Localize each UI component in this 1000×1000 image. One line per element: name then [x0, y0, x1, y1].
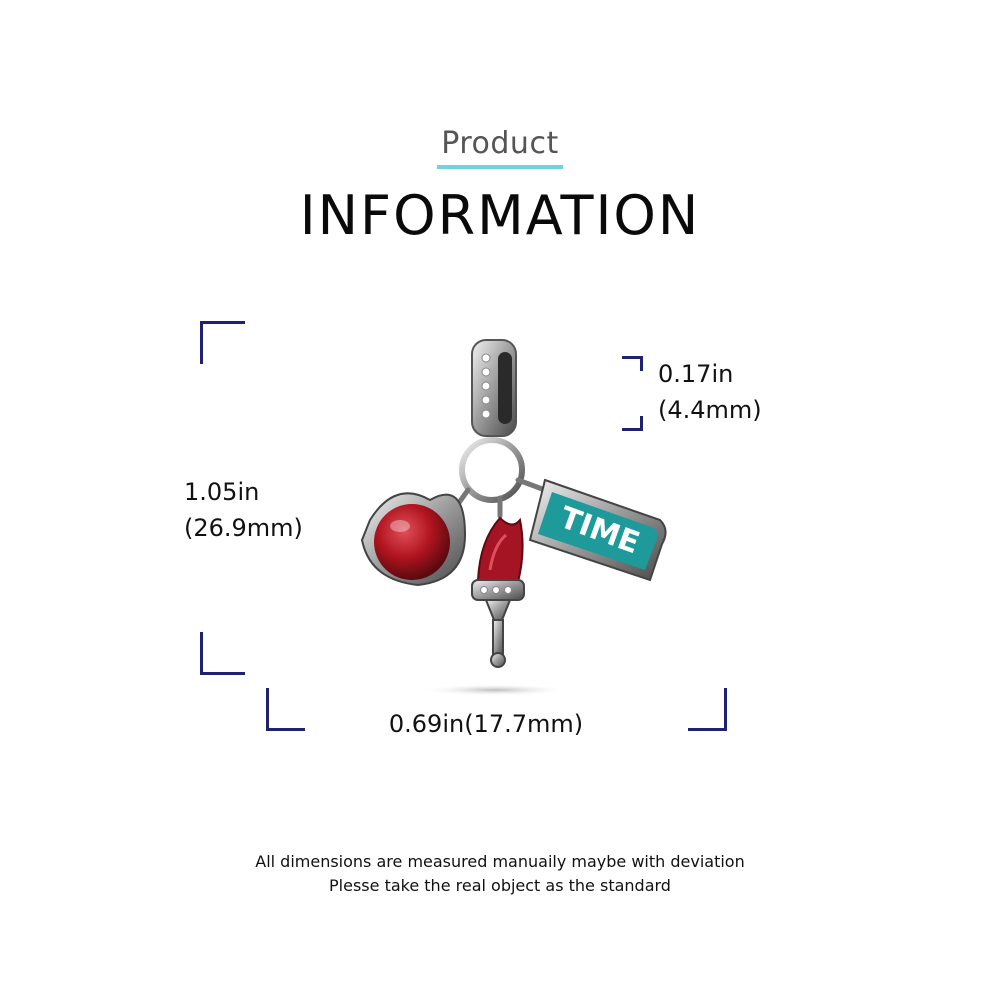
time-tag: TIME — [515, 477, 667, 582]
jump-ring — [459, 437, 525, 503]
height-inches: 1.05in — [184, 478, 260, 506]
charm-illustration: TIME — [360, 339, 667, 696]
page-title: INFORMATION — [299, 184, 701, 247]
height-dimension: 1.05in (26.9mm) — [184, 474, 303, 546]
section-subtitle: Product — [0, 126, 1000, 169]
height-millimeters: (26.9mm) — [184, 514, 303, 542]
disclaimer-line-2: Plesse take the real object as the stand… — [329, 876, 671, 895]
bail-dimension: 0.17in (4.4mm) — [658, 356, 762, 428]
bail — [471, 339, 517, 437]
bail-bracket-bottom — [622, 416, 643, 431]
bail-bracket-top — [622, 356, 643, 371]
charm-shadow — [420, 684, 570, 696]
bail-inches: 0.17in — [658, 360, 734, 388]
subtitle-text: Product — [437, 126, 563, 169]
width-bracket-right — [688, 688, 727, 731]
disclaimer: All dimensions are measured manuaily may… — [0, 850, 1000, 898]
torch-charm — [471, 495, 525, 668]
height-bracket-top — [200, 321, 245, 364]
width-dimension: 0.69in(17.7mm) — [388, 710, 584, 738]
height-bracket-bottom — [200, 632, 245, 675]
disclaimer-line-1: All dimensions are measured manuaily may… — [255, 852, 745, 871]
width-bracket-left — [266, 688, 305, 731]
apple-charm — [360, 487, 471, 587]
bail-millimeters: (4.4mm) — [658, 396, 762, 424]
